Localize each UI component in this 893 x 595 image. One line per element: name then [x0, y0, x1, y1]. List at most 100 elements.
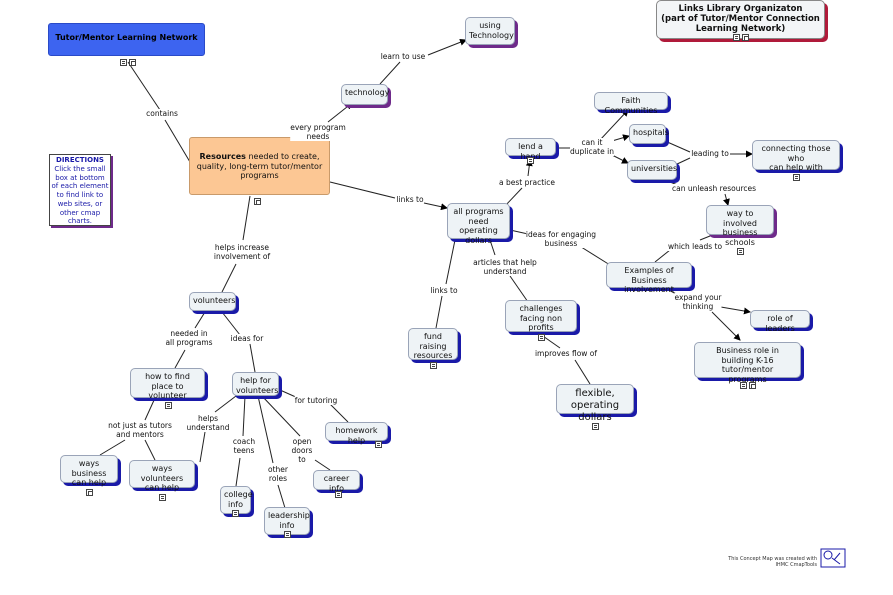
link-can-it-duplicate: can it duplicate in — [570, 138, 614, 156]
node-fund-raising[interactable]: fund raising resources — [408, 328, 458, 369]
link-links-to-1: links to — [396, 195, 424, 204]
cmap-link-icon[interactable] — [254, 198, 261, 205]
node-label: fund raising resources — [413, 332, 453, 361]
link-coach-teens: coach teens — [232, 437, 256, 455]
node-way-to-involved[interactable]: way to involved business schools — [706, 205, 774, 256]
node-label: universities — [631, 164, 678, 173]
resource-doc-icon[interactable] — [429, 361, 437, 369]
cmap-link-icon[interactable] — [85, 488, 93, 496]
node-business-role[interactable]: Business role in building K-16 tutor/men… — [694, 342, 801, 390]
title-box[interactable]: Links Library Organizaton (part of Tutor… — [656, 0, 825, 41]
resource-doc-icon[interactable] — [335, 491, 342, 498]
node-help-for-volunteers[interactable]: help for volunteers — [232, 372, 279, 396]
resources-icons — [253, 191, 262, 210]
node-resources[interactable]: Resources needed to create, quality, lon… — [189, 137, 330, 195]
link-for-tutoring: for tutoring — [294, 396, 338, 405]
career-icons — [334, 484, 343, 503]
node-label: way to involved business schools — [722, 209, 758, 247]
node-label: college info — [224, 490, 253, 509]
node-faith-communities[interactable]: Faith Communities — [594, 92, 668, 115]
node-universities[interactable]: universities — [627, 160, 677, 180]
node-label: Tutor/Mentor Learning Network — [55, 33, 198, 42]
node-college-info[interactable]: college info — [220, 486, 253, 518]
node-all-programs[interactable]: all programs need operating dollars — [447, 203, 510, 245]
homework-icons — [374, 434, 383, 453]
node-challenges[interactable]: challenges facing non profits — [505, 300, 577, 341]
cmaptools-credit: This Concept Map was created with IHMC C… — [717, 548, 847, 570]
node-ways-volunteers[interactable]: ways volunteers can help — [129, 460, 195, 501]
node-label: help for volunteers — [236, 376, 279, 395]
cmap-link-icon[interactable] — [741, 33, 749, 41]
lend-hand-icons — [526, 150, 535, 169]
link-ideas-engaging: ideas for engaging business — [525, 230, 597, 248]
link-articles: articles that help understand — [473, 258, 537, 276]
node-flexible-dollars[interactable]: flexible, operating dollars — [556, 384, 634, 430]
resource-doc-icon[interactable] — [165, 401, 172, 409]
node-label: technology — [345, 88, 390, 97]
node-label: volunteers — [193, 296, 236, 305]
node-label: ways volunteers can help — [140, 464, 184, 493]
link-expand: expand your thinking — [674, 293, 722, 311]
node-label: leadership info — [268, 511, 310, 530]
link-learn-to-use: learn to use — [380, 52, 426, 61]
node-label: lend a hand — [518, 142, 543, 161]
node-examples-business[interactable]: Examples of Business involvement — [606, 262, 692, 294]
resource-doc-icon[interactable] — [591, 423, 599, 430]
link-a-best-practice: a best practice — [499, 178, 555, 187]
link-contains: contains — [146, 109, 178, 118]
node-technology[interactable]: technology — [341, 84, 390, 105]
link-needed-in: needed in all programs — [165, 329, 213, 347]
link-can-unleash: can unleash resources — [671, 184, 757, 193]
resource-doc-icon[interactable] — [283, 531, 291, 539]
node-label: Faith Communities — [604, 96, 658, 115]
resource-doc-icon[interactable] — [120, 59, 127, 66]
node-ways-business[interactable]: ways business can help — [60, 455, 118, 496]
resource-doc-icon[interactable] — [232, 510, 239, 518]
node-tutor-mentor-network[interactable]: Tutor/Mentor Learning Network — [48, 23, 205, 56]
link-helps-increase: helps increase involvement of — [213, 243, 271, 261]
link-open-doors: open doors to — [291, 437, 313, 464]
node-lend-a-hand[interactable]: lend a hand — [505, 138, 556, 161]
node-label: career info — [323, 474, 350, 493]
link-every-program: every program needs — [290, 123, 346, 141]
node-label: flexible, operating dollars — [570, 388, 620, 423]
resource-doc-icon[interactable] — [792, 173, 800, 181]
resource-doc-icon[interactable] — [375, 441, 382, 448]
node-label: needed to create, quality, long-term tut… — [196, 152, 323, 181]
node-label: ways business can help — [71, 459, 107, 488]
resource-doc-icon[interactable] — [732, 33, 740, 41]
directions-title: DIRECTIONS — [56, 156, 104, 164]
node-label: all programs need operating dollars — [453, 207, 504, 245]
directions-box: DIRECTIONS Click the small box at bottom… — [49, 154, 111, 226]
node-using-technology[interactable]: using Technology — [465, 17, 515, 45]
node-hospitals[interactable]: hospitals — [629, 124, 669, 144]
node-label: connecting those who can help with — [761, 144, 831, 173]
cmaptools-logo-icon — [820, 548, 846, 568]
node-label: challenges facing non profits — [519, 304, 563, 333]
node-homework-help[interactable]: homework help — [325, 422, 388, 445]
resource-doc-icon[interactable] — [527, 157, 534, 164]
resource-doc-icon[interactable] — [736, 248, 744, 256]
resource-doc-icon[interactable] — [158, 493, 166, 501]
node-career-info[interactable]: career info — [313, 470, 360, 493]
node-role-of-leaders[interactable]: role of leaders — [750, 310, 810, 333]
link-improves-flow: improves flow of — [534, 349, 598, 358]
node-label: using Technology — [469, 21, 514, 40]
node-label: homework help — [335, 426, 378, 445]
link-which-leads: which leads to — [667, 242, 723, 251]
resource-doc-icon[interactable] — [739, 382, 747, 390]
node-how-to-find[interactable]: how to find place to volunteer — [130, 368, 205, 409]
node-leadership-info[interactable]: leadership info — [264, 507, 310, 539]
cmap-link-icon[interactable] — [748, 382, 756, 390]
cmap-link-icon[interactable] — [129, 59, 136, 66]
node-connecting-those[interactable]: connecting those who can help with — [752, 140, 840, 181]
title-text: Links Library Organizaton (part of Tutor… — [661, 4, 820, 35]
node-label: role of leaders — [765, 314, 795, 333]
link-links-to-2: links to — [430, 286, 458, 295]
node-label: Examples of Business involvement — [624, 266, 674, 295]
link-other-roles: other roles — [268, 465, 288, 483]
node-volunteers[interactable]: volunteers — [189, 292, 236, 311]
resource-doc-icon[interactable] — [537, 333, 545, 341]
link-helps-understand: helps understand — [186, 414, 230, 432]
